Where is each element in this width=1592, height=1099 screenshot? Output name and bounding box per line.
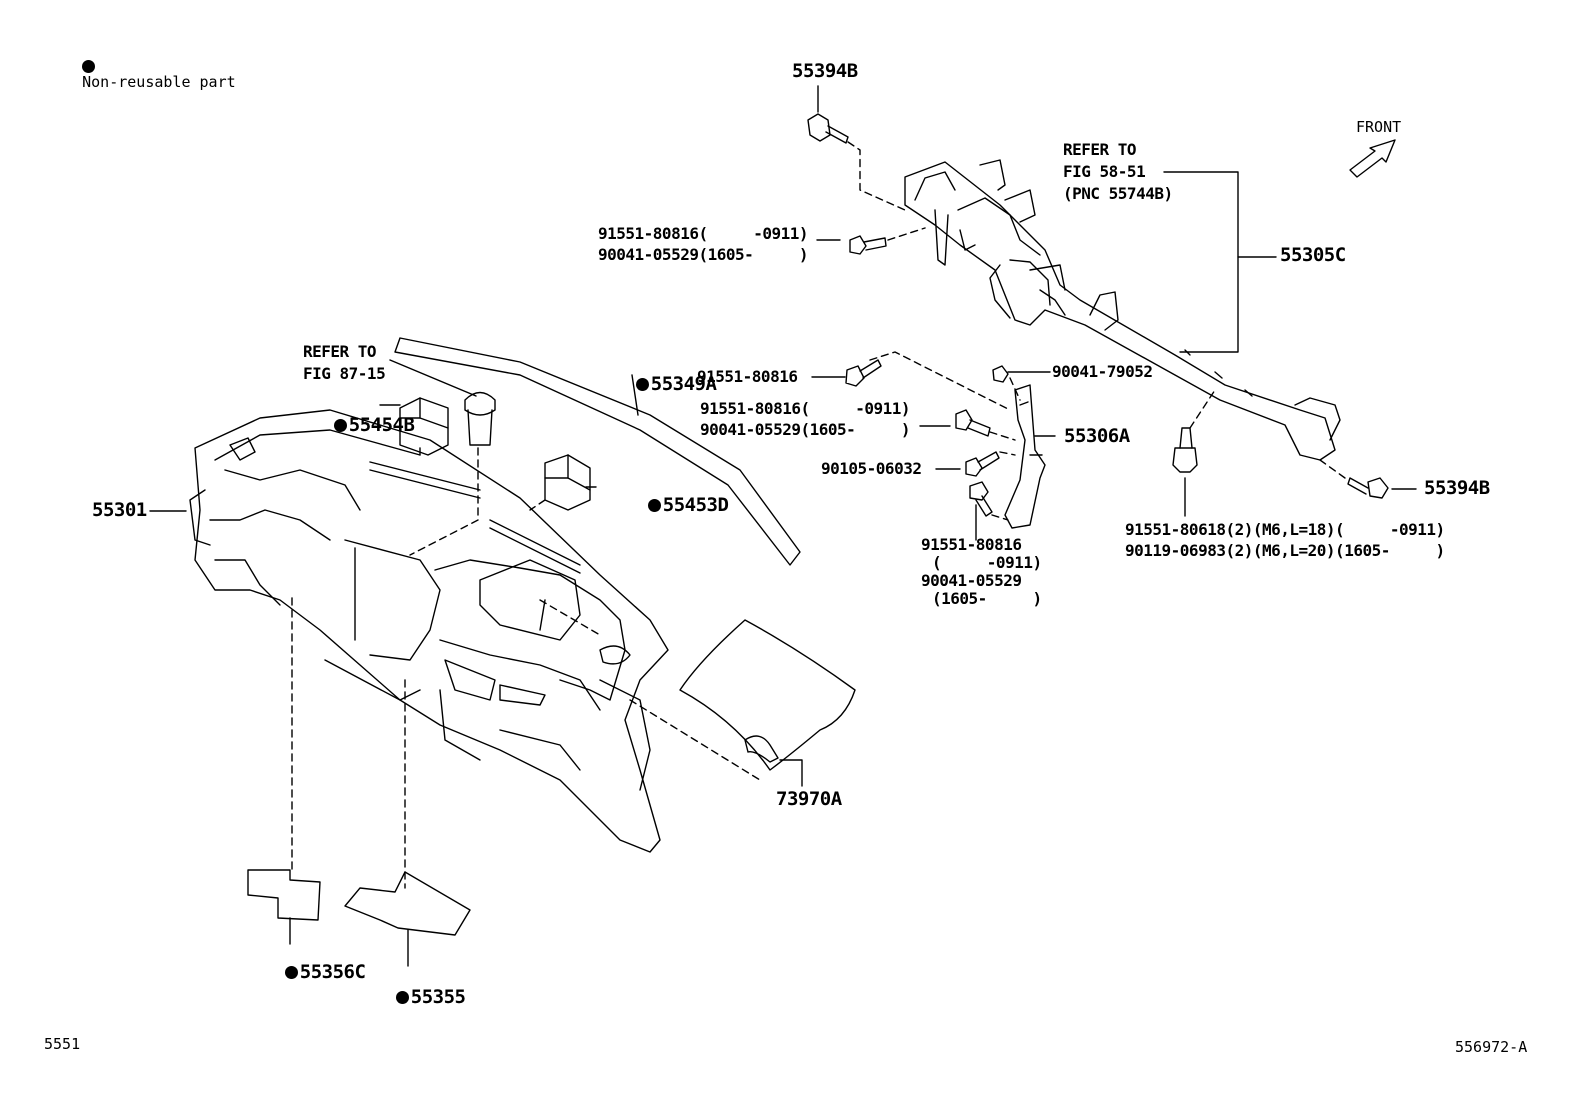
clip-87-15 xyxy=(464,391,496,446)
non-reusable-bullet-icon xyxy=(284,966,298,979)
bolt-m6-icon xyxy=(1172,427,1198,473)
label-55453D[interactable]: 55453D xyxy=(604,477,729,534)
bolt-55394B-right-icon xyxy=(1347,477,1389,499)
non-reusable-bullet-icon xyxy=(647,499,661,512)
leader-lines xyxy=(149,85,1417,967)
front-label: FRONT xyxy=(1356,118,1402,136)
label-73970A[interactable]: 73970A xyxy=(776,788,842,810)
instrument-panel-55301 xyxy=(189,409,669,853)
label-55355-text: 55355 xyxy=(410,986,466,1008)
refer-fig-58-51-line1: REFER TO xyxy=(1063,140,1137,159)
label-55305C[interactable]: 55305C xyxy=(1280,244,1346,266)
label-55394B-top[interactable]: 55394B xyxy=(792,60,858,82)
label-bolt-m6-line1[interactable]: 91551-80618(2)(M6,L=18)( -0911) xyxy=(1125,520,1445,539)
non-reusable-bullet-icon xyxy=(395,991,409,1004)
label-bolt-lower-line4: (1605- ) xyxy=(932,589,1042,608)
figure-id: 556972-A xyxy=(1455,1038,1528,1056)
pad-55355 xyxy=(344,871,471,936)
bolt-90105-icon xyxy=(965,451,1000,477)
legend-text: Non-reusable part xyxy=(82,73,236,91)
non-reusable-bullet-icon xyxy=(82,60,96,73)
label-55454B-text: 55454B xyxy=(348,414,415,436)
bolt-mid-icon xyxy=(955,409,991,437)
label-55453D-text: 55453D xyxy=(662,494,729,516)
refer-fig-87-15-line2[interactable]: FIG 87-15 xyxy=(303,364,386,383)
bolt-91551-icon xyxy=(845,359,882,387)
panel-garnish-strip xyxy=(394,337,801,566)
bolt-upper-icon xyxy=(849,235,887,255)
label-bolt-upper-line1[interactable]: 91551-80816( -0911) xyxy=(598,224,809,243)
small-bracket xyxy=(979,159,1006,191)
label-91551-80816[interactable]: 91551-80816 xyxy=(697,367,798,386)
label-55301[interactable]: 55301 xyxy=(92,499,147,521)
label-90041-79052[interactable]: 90041-79052 xyxy=(1052,362,1153,381)
refer-fig-58-51-line2[interactable]: FIG 58-51 xyxy=(1063,162,1146,181)
bracket-55306A xyxy=(1004,384,1046,529)
glove-box-73970A xyxy=(679,619,856,771)
non-reusable-bullet-icon xyxy=(635,378,649,391)
non-reusable-bullet-icon xyxy=(333,419,347,432)
pad-55356C xyxy=(247,869,321,921)
label-55356C[interactable]: 55356C xyxy=(241,944,366,1001)
steering-support-beam xyxy=(904,161,1341,461)
label-55356C-text: 55356C xyxy=(299,961,366,983)
nut-90041-icon xyxy=(992,365,1009,383)
part-55453D-box xyxy=(544,454,591,511)
label-bolt-lower-line1[interactable]: 91551-80816 xyxy=(921,535,1022,554)
dashed-assembly-lines xyxy=(291,141,1346,889)
label-55394B-right[interactable]: 55394B xyxy=(1424,477,1490,499)
label-bolt-upper-line2[interactable]: 90041-05529(1605- ) xyxy=(598,245,809,264)
label-55454B[interactable]: 55454B xyxy=(290,397,415,454)
bolt-55394B-top-icon xyxy=(807,113,849,144)
front-arrow-icon xyxy=(1349,139,1396,178)
figure-code: 5551 xyxy=(44,1035,81,1053)
refer-fig-58-51-line3: (PNC 55744B) xyxy=(1063,184,1173,203)
label-bolt-mid-line2[interactable]: 90041-05529(1605- ) xyxy=(700,420,911,439)
label-bolt-m6-line2[interactable]: 90119-06983(2)(M6,L=20)(1605- ) xyxy=(1125,541,1445,560)
label-55349A[interactable]: 55349A xyxy=(592,356,717,413)
part-55454B-box xyxy=(399,397,449,456)
label-55349A-text: 55349A xyxy=(650,373,717,395)
legend: Non-reusable part xyxy=(46,45,236,105)
label-bolt-lower-line2: ( -0911) xyxy=(932,553,1042,572)
label-55306A[interactable]: 55306A xyxy=(1064,425,1130,447)
label-90105-06032[interactable]: 90105-06032 xyxy=(821,459,922,478)
label-bolt-lower-line3[interactable]: 90041-05529 xyxy=(921,571,1022,590)
bolt-lower-icon xyxy=(969,481,993,517)
label-bolt-mid-line1[interactable]: 91551-80816( -0911) xyxy=(700,399,911,418)
label-55355[interactable]: 55355 xyxy=(352,969,466,1026)
refer-fig-87-15-line1: REFER TO xyxy=(303,342,377,361)
